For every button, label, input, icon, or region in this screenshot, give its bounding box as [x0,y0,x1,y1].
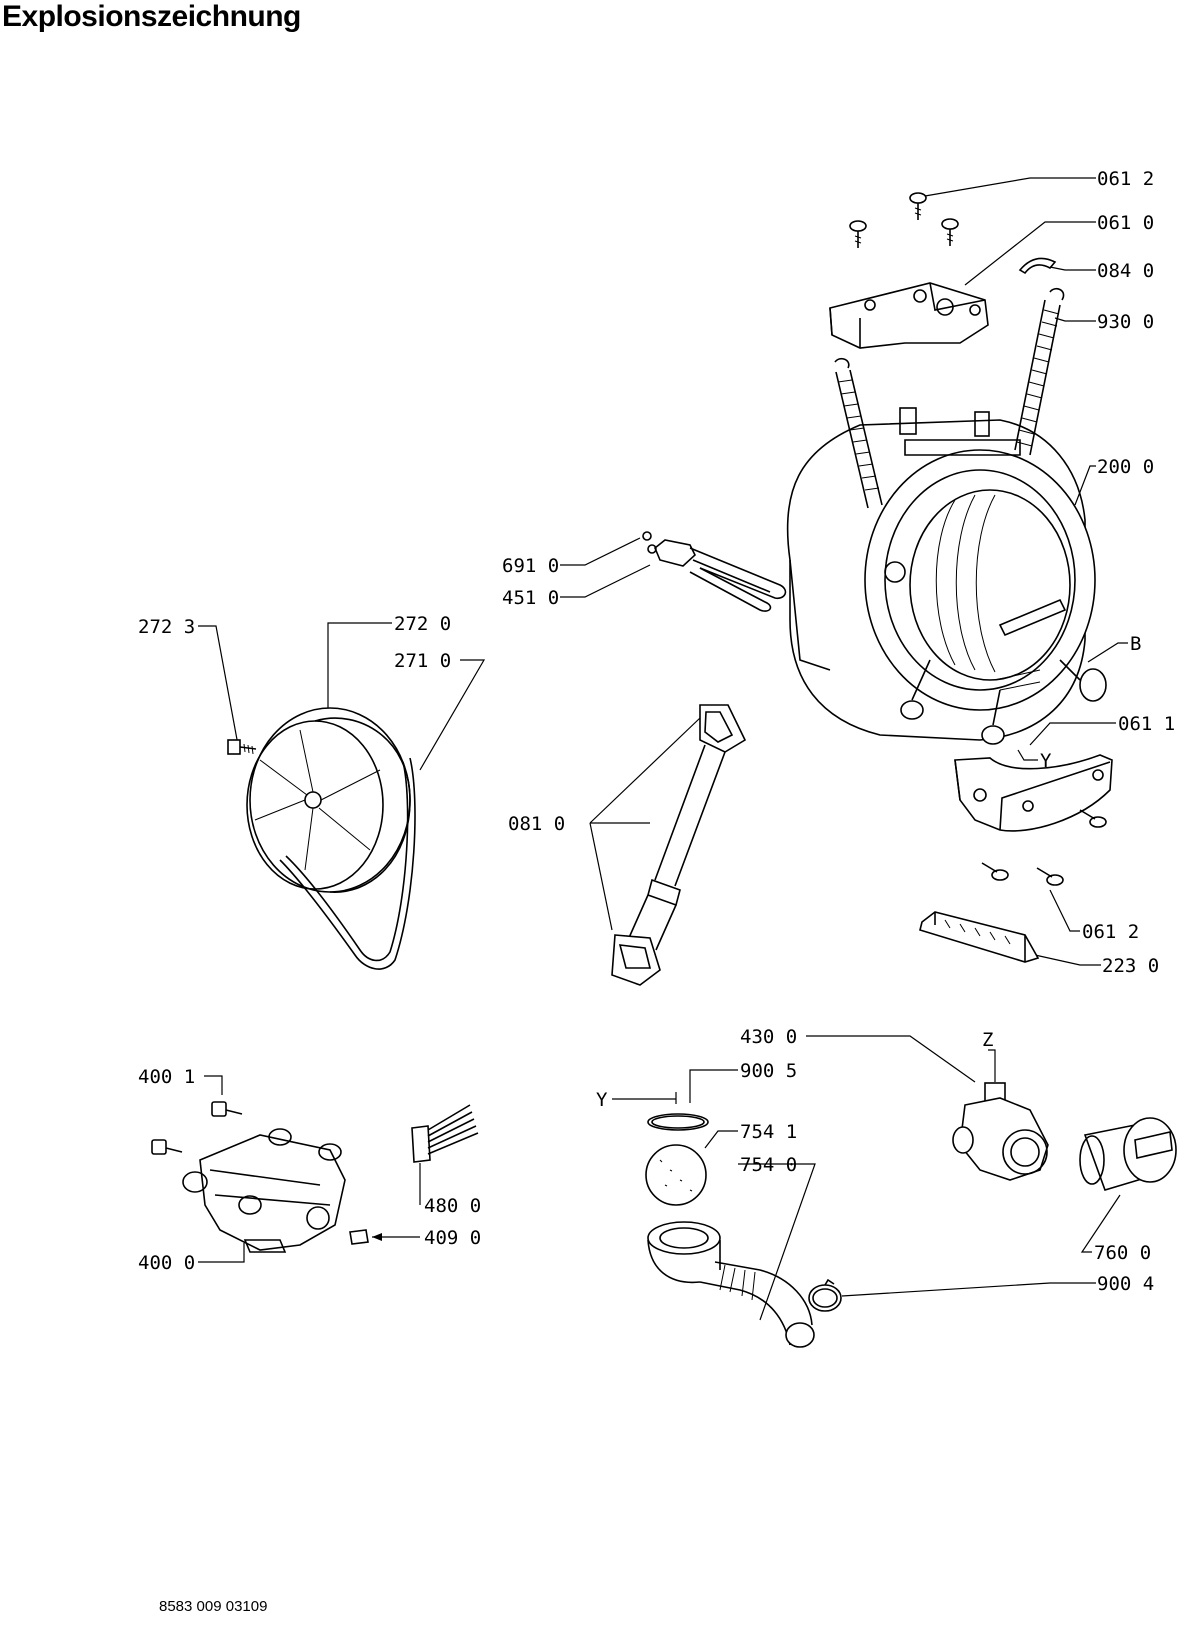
callout-label: 223 0 [1102,955,1159,977]
callout-label: 451 0 [502,587,559,609]
screw-0612-top-group [849,192,959,248]
motor-connector [411,1104,479,1163]
pulley-screw [227,739,257,755]
callout-label: 061 2 [1082,921,1139,943]
callout-labels: 061 2 061 0 084 0 930 0 200 0 691 0 451 … [138,168,1175,1295]
callout-label: 430 0 [740,1026,797,1048]
callout-label: 930 0 [1097,311,1154,333]
sump-hose [647,1221,815,1348]
spring-left [834,357,883,509]
spring-right [1014,288,1065,456]
drive-belt [279,757,416,970]
callout-label: 061 2 [1097,168,1154,190]
pump-filter [1079,1117,1177,1191]
leader-lines [198,177,1128,1321]
page-title: Explosionszeichnung [2,0,301,33]
heater-element [642,531,787,612]
callout-label: 200 0 [1097,456,1154,478]
callout-label: 272 3 [138,616,195,638]
callout-label: 691 0 [502,555,559,577]
callout-label: 061 0 [1097,212,1154,234]
shock-absorber [611,704,747,986]
drum-pulley [246,707,411,893]
callout-label: 061 1 [1118,713,1175,735]
callout-label: Z [982,1029,993,1051]
document-number: 8583 009 03109 [159,1598,268,1615]
callout-label: 900 4 [1097,1273,1154,1295]
motor [182,1128,346,1253]
callout-label: 084 0 [1097,260,1154,282]
callout-label: Y [1040,750,1052,772]
callout-label: 272 0 [394,613,451,635]
callout-label: B [1130,633,1141,655]
tub-assembly [786,407,1107,745]
callout-label: 400 0 [138,1252,195,1274]
callout-label: Y [596,1089,608,1111]
hose-clamp-9005 [647,1113,709,1131]
counterweight-bottom [954,754,1113,832]
clip-0840 [1018,257,1057,275]
callout-label: 271 0 [394,650,451,672]
callout-label: 409 0 [424,1227,481,1249]
callout-label: 754 1 [740,1121,797,1143]
hose-clamp-9004 [808,1278,842,1312]
drain-pump [952,1082,1049,1181]
screw-0612-bottom-group [981,809,1107,886]
callout-label: 900 5 [740,1060,797,1082]
motor-screws [151,1101,243,1155]
carbon-brush [349,1229,369,1245]
counterweight-top [829,282,989,349]
callout-label: 400 1 [138,1066,195,1088]
callout-label: 754 0 [740,1154,797,1176]
check-ball [645,1144,707,1206]
callout-label: 480 0 [424,1195,481,1217]
callout-label: 081 0 [508,813,565,835]
callout-label: 760 0 [1094,1242,1151,1264]
drum-paddle [919,911,1040,963]
